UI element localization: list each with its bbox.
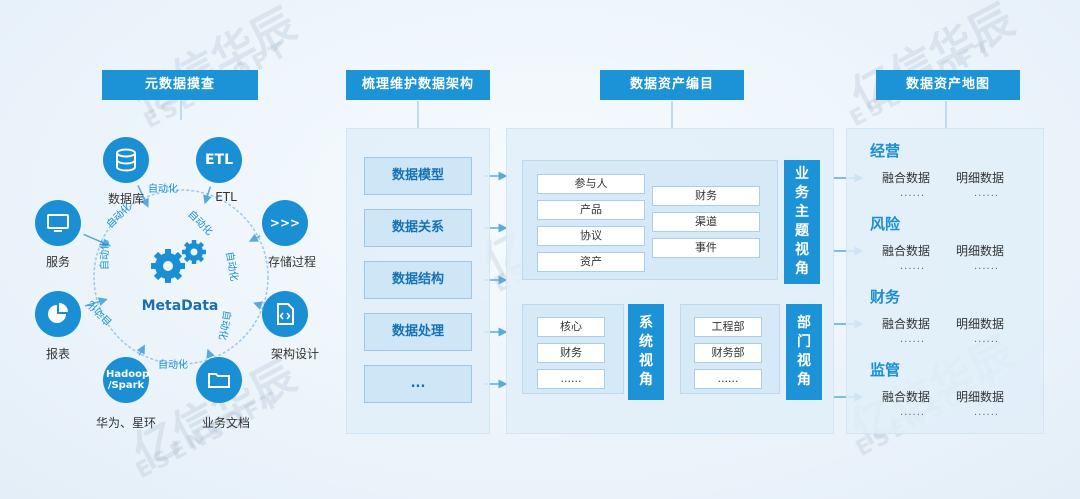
asset-map-item: 融合数据 [882, 171, 931, 185]
architecture-item: ... [364, 365, 472, 403]
source-label: 存储过程 [267, 255, 316, 269]
pie-chart-icon [45, 301, 71, 327]
asset-map-more: ...... [974, 334, 1000, 345]
source-circle: ETL [196, 137, 242, 183]
business-entity-cell: 财务 [652, 186, 760, 206]
asset-map-item: 明细数据 [956, 317, 1005, 331]
architecture-item: 数据关系 [364, 209, 472, 247]
business-entity-cell: 协议 [537, 226, 645, 246]
database-icon [113, 147, 139, 173]
folder-icon [206, 367, 232, 393]
asset-map-more: ...... [974, 261, 1000, 272]
architecture-item: 数据模型 [364, 157, 472, 195]
asset-map-item: 明细数据 [956, 171, 1005, 185]
header-metadata-discovery: 元数据摸查 [102, 70, 258, 100]
code-file-icon [272, 301, 298, 327]
source-label: 服务 [45, 255, 70, 269]
asset-map-more: ...... [900, 334, 926, 345]
source-label: ETL [215, 190, 237, 204]
asset-map-more: ...... [974, 407, 1000, 418]
department-view-title: 部门视角 [786, 304, 822, 400]
header-asset-map: 数据资产地图 [876, 70, 1020, 100]
asset-map-category: 风险 [870, 215, 901, 233]
system-cell: ...... [537, 369, 605, 389]
asset-map-panel [846, 128, 1044, 434]
architecture-item: 数据处理 [364, 313, 472, 351]
source-label: 华为、星环 [95, 416, 156, 430]
source-label: 报表 [45, 347, 70, 361]
hub-label: MetaData [141, 298, 219, 314]
business-entity-cell: 事件 [652, 238, 760, 258]
metadata-hub: MetaData [130, 232, 230, 322]
department-cell: ...... [694, 369, 762, 389]
department-cell: 工程部 [694, 317, 762, 337]
source-circle [262, 291, 308, 337]
asset-map-item: 融合数据 [882, 317, 931, 331]
asset-map-more: ...... [900, 407, 926, 418]
asset-map-more: ...... [900, 188, 926, 199]
asset-map-item: 融合数据 [882, 390, 931, 404]
automation-label: 自动化 [100, 240, 111, 270]
asset-map-more: ...... [900, 261, 926, 272]
stored-procedure-icon: >>> [269, 215, 301, 230]
source-label: 业务文档 [201, 416, 250, 430]
gears-icon [151, 240, 206, 283]
source-label: 架构设计 [270, 347, 319, 361]
architecture-item: 数据结构 [364, 261, 472, 299]
header-architecture: 梳理维护数据架构 [346, 70, 490, 100]
business-entity-cell: 渠道 [652, 212, 760, 232]
automation-label: 自动化 [158, 360, 188, 371]
business-entity-cell: 产品 [537, 200, 645, 220]
source-circle [35, 200, 81, 246]
asset-map-category: 财务 [870, 288, 901, 306]
source-circle: Hadoop /Spark [103, 357, 149, 403]
business-entity-cell: 资产 [537, 252, 645, 272]
system-cell: 财务 [537, 343, 605, 363]
asset-map-item: 融合数据 [882, 244, 931, 258]
system-cell: 核心 [537, 317, 605, 337]
system-view-title: 系统视角 [628, 304, 664, 400]
source-circle [103, 137, 149, 183]
asset-map-item: 明细数据 [956, 390, 1005, 404]
asset-map-category: 监管 [870, 361, 901, 379]
header-catalog: 数据资产编目 [600, 70, 744, 100]
department-cell: 财务部 [694, 343, 762, 363]
source-label: 数据库 [107, 192, 144, 206]
source-circle [196, 357, 242, 403]
monitor-icon [45, 210, 71, 236]
hadoop-spark-icon: Hadoop /Spark [106, 369, 150, 391]
asset-map-item: 明细数据 [956, 244, 1005, 258]
source-circle: >>> [262, 200, 308, 246]
business-view-title: 业务主题视角 [784, 160, 820, 284]
automation-label: 自动化 [148, 184, 178, 195]
etl-icon: ETL [204, 151, 234, 168]
asset-map-category: 经营 [870, 142, 901, 160]
source-circle [35, 291, 81, 337]
business-entity-cell: 参与人 [537, 174, 645, 194]
asset-map-more: ...... [974, 188, 1000, 199]
